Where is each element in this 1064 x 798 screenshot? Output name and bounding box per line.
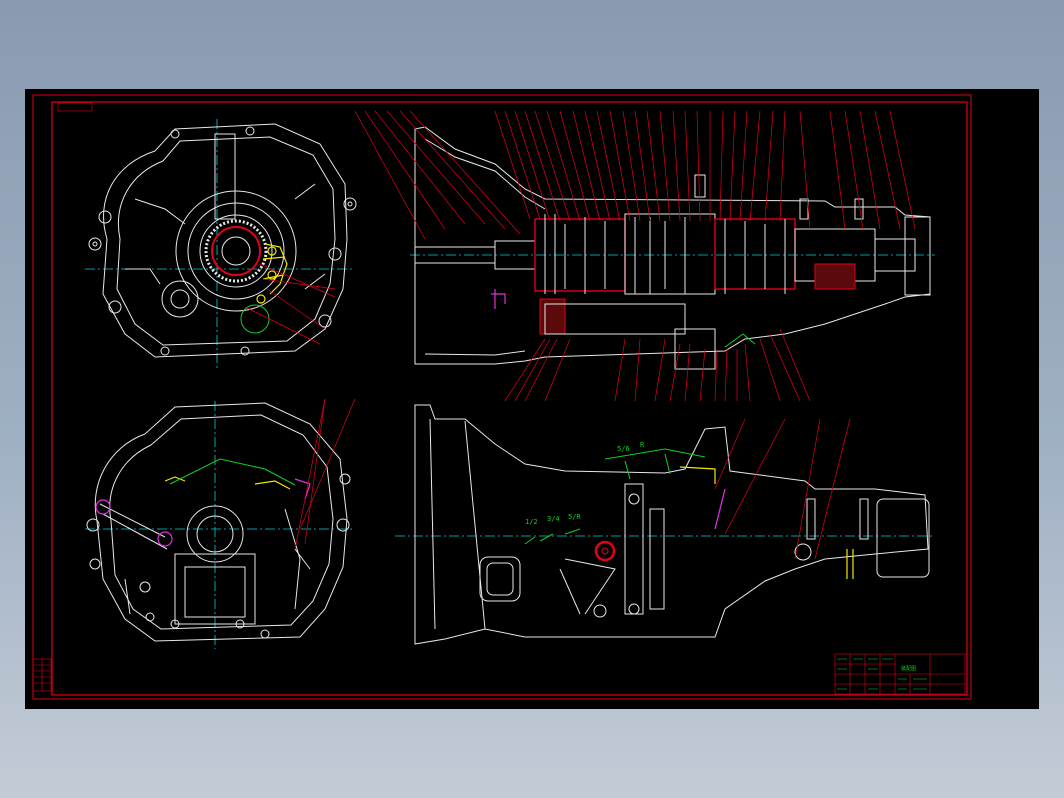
- drawing-canvas[interactable]: 1/2 3/4 5/R 5/6 R 装配图: [25, 89, 1039, 709]
- shift-label-2: 3/4: [547, 515, 560, 523]
- front-end-view: [85, 119, 357, 369]
- shift-labels: 1/2 3/4 5/R 5/6 R: [525, 441, 645, 526]
- shift-label-1: 1/2: [525, 518, 538, 526]
- revision-block: [32, 658, 52, 692]
- leader-lines-top: [354, 110, 916, 240]
- cad-drawing: 1/2 3/4 5/R 5/6 R 装配图: [32, 94, 972, 700]
- title-block: 装配图: [834, 653, 966, 695]
- shift-label-5: R: [640, 441, 645, 449]
- corner-tag: [57, 102, 93, 112]
- shift-label-4: 5/6: [617, 445, 630, 453]
- leader-lines-bottom: [504, 328, 811, 402]
- title-block-title: 装配图: [901, 665, 916, 672]
- rear-end-view: [85, 398, 356, 649]
- inner-border: [51, 101, 968, 696]
- side-elevation: [304, 398, 935, 645]
- shift-label-3: 5/R: [568, 513, 581, 521]
- outer-border: [32, 94, 972, 700]
- longitudinal-section: [354, 110, 935, 402]
